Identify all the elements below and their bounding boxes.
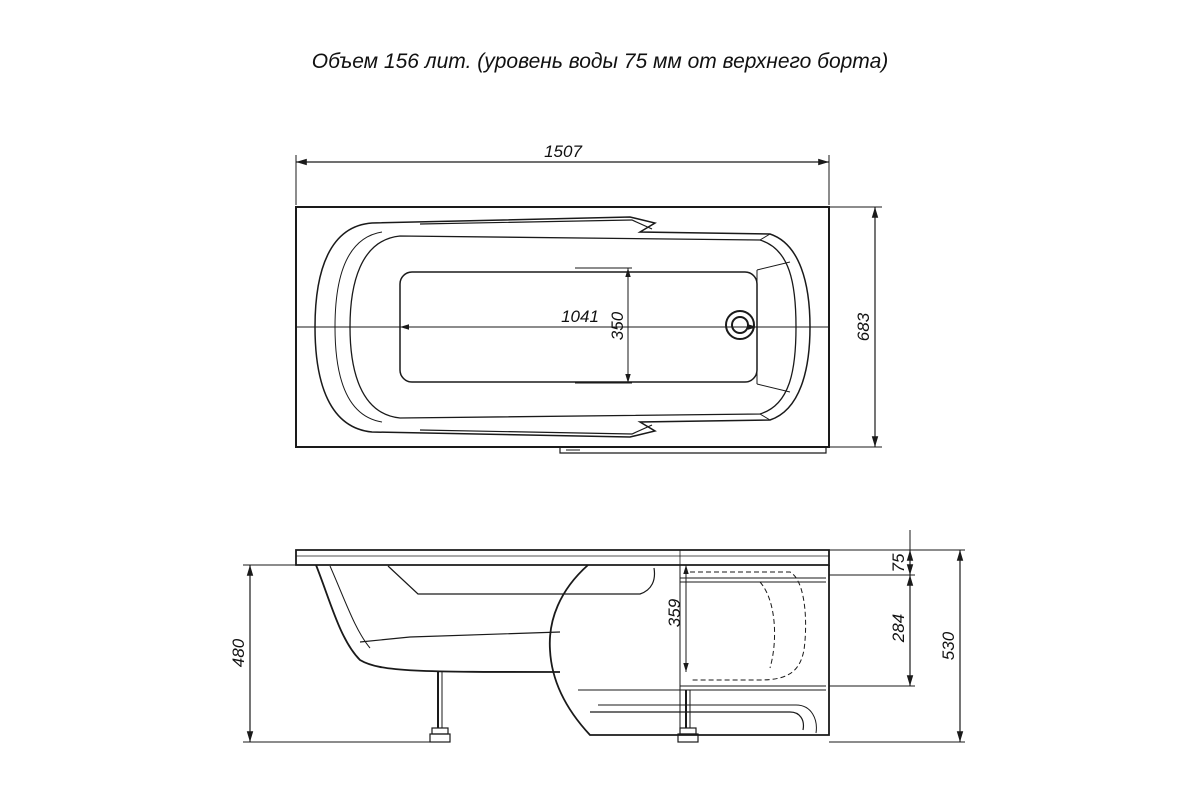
basin-middle-contour	[349, 235, 797, 419]
volume-caption: Объем 156 лит. (уровень воды 75 мм от ве…	[311, 50, 889, 73]
front-apron-panel	[548, 564, 830, 736]
tub-body	[315, 564, 561, 673]
top-view: 1507 1041 350 6	[295, 142, 882, 454]
basin-outer-contour	[314, 216, 811, 438]
leg-right	[677, 690, 699, 743]
inner-length-label: 1041	[561, 307, 599, 326]
leg-left	[429, 672, 451, 743]
inner-width-label: 350	[608, 311, 627, 340]
side-view: 480 359 75 284 530	[229, 530, 965, 743]
width-label: 683	[854, 312, 873, 341]
tub-rim	[295, 549, 830, 566]
length-label: 1507	[544, 142, 582, 161]
panel-label: 284	[889, 614, 908, 643]
apron-height-label: 480	[229, 638, 248, 667]
total-height-label: 530	[939, 631, 958, 660]
depth-label: 359	[665, 598, 684, 627]
rim-label: 75	[889, 553, 908, 572]
drain-icon	[725, 310, 755, 340]
